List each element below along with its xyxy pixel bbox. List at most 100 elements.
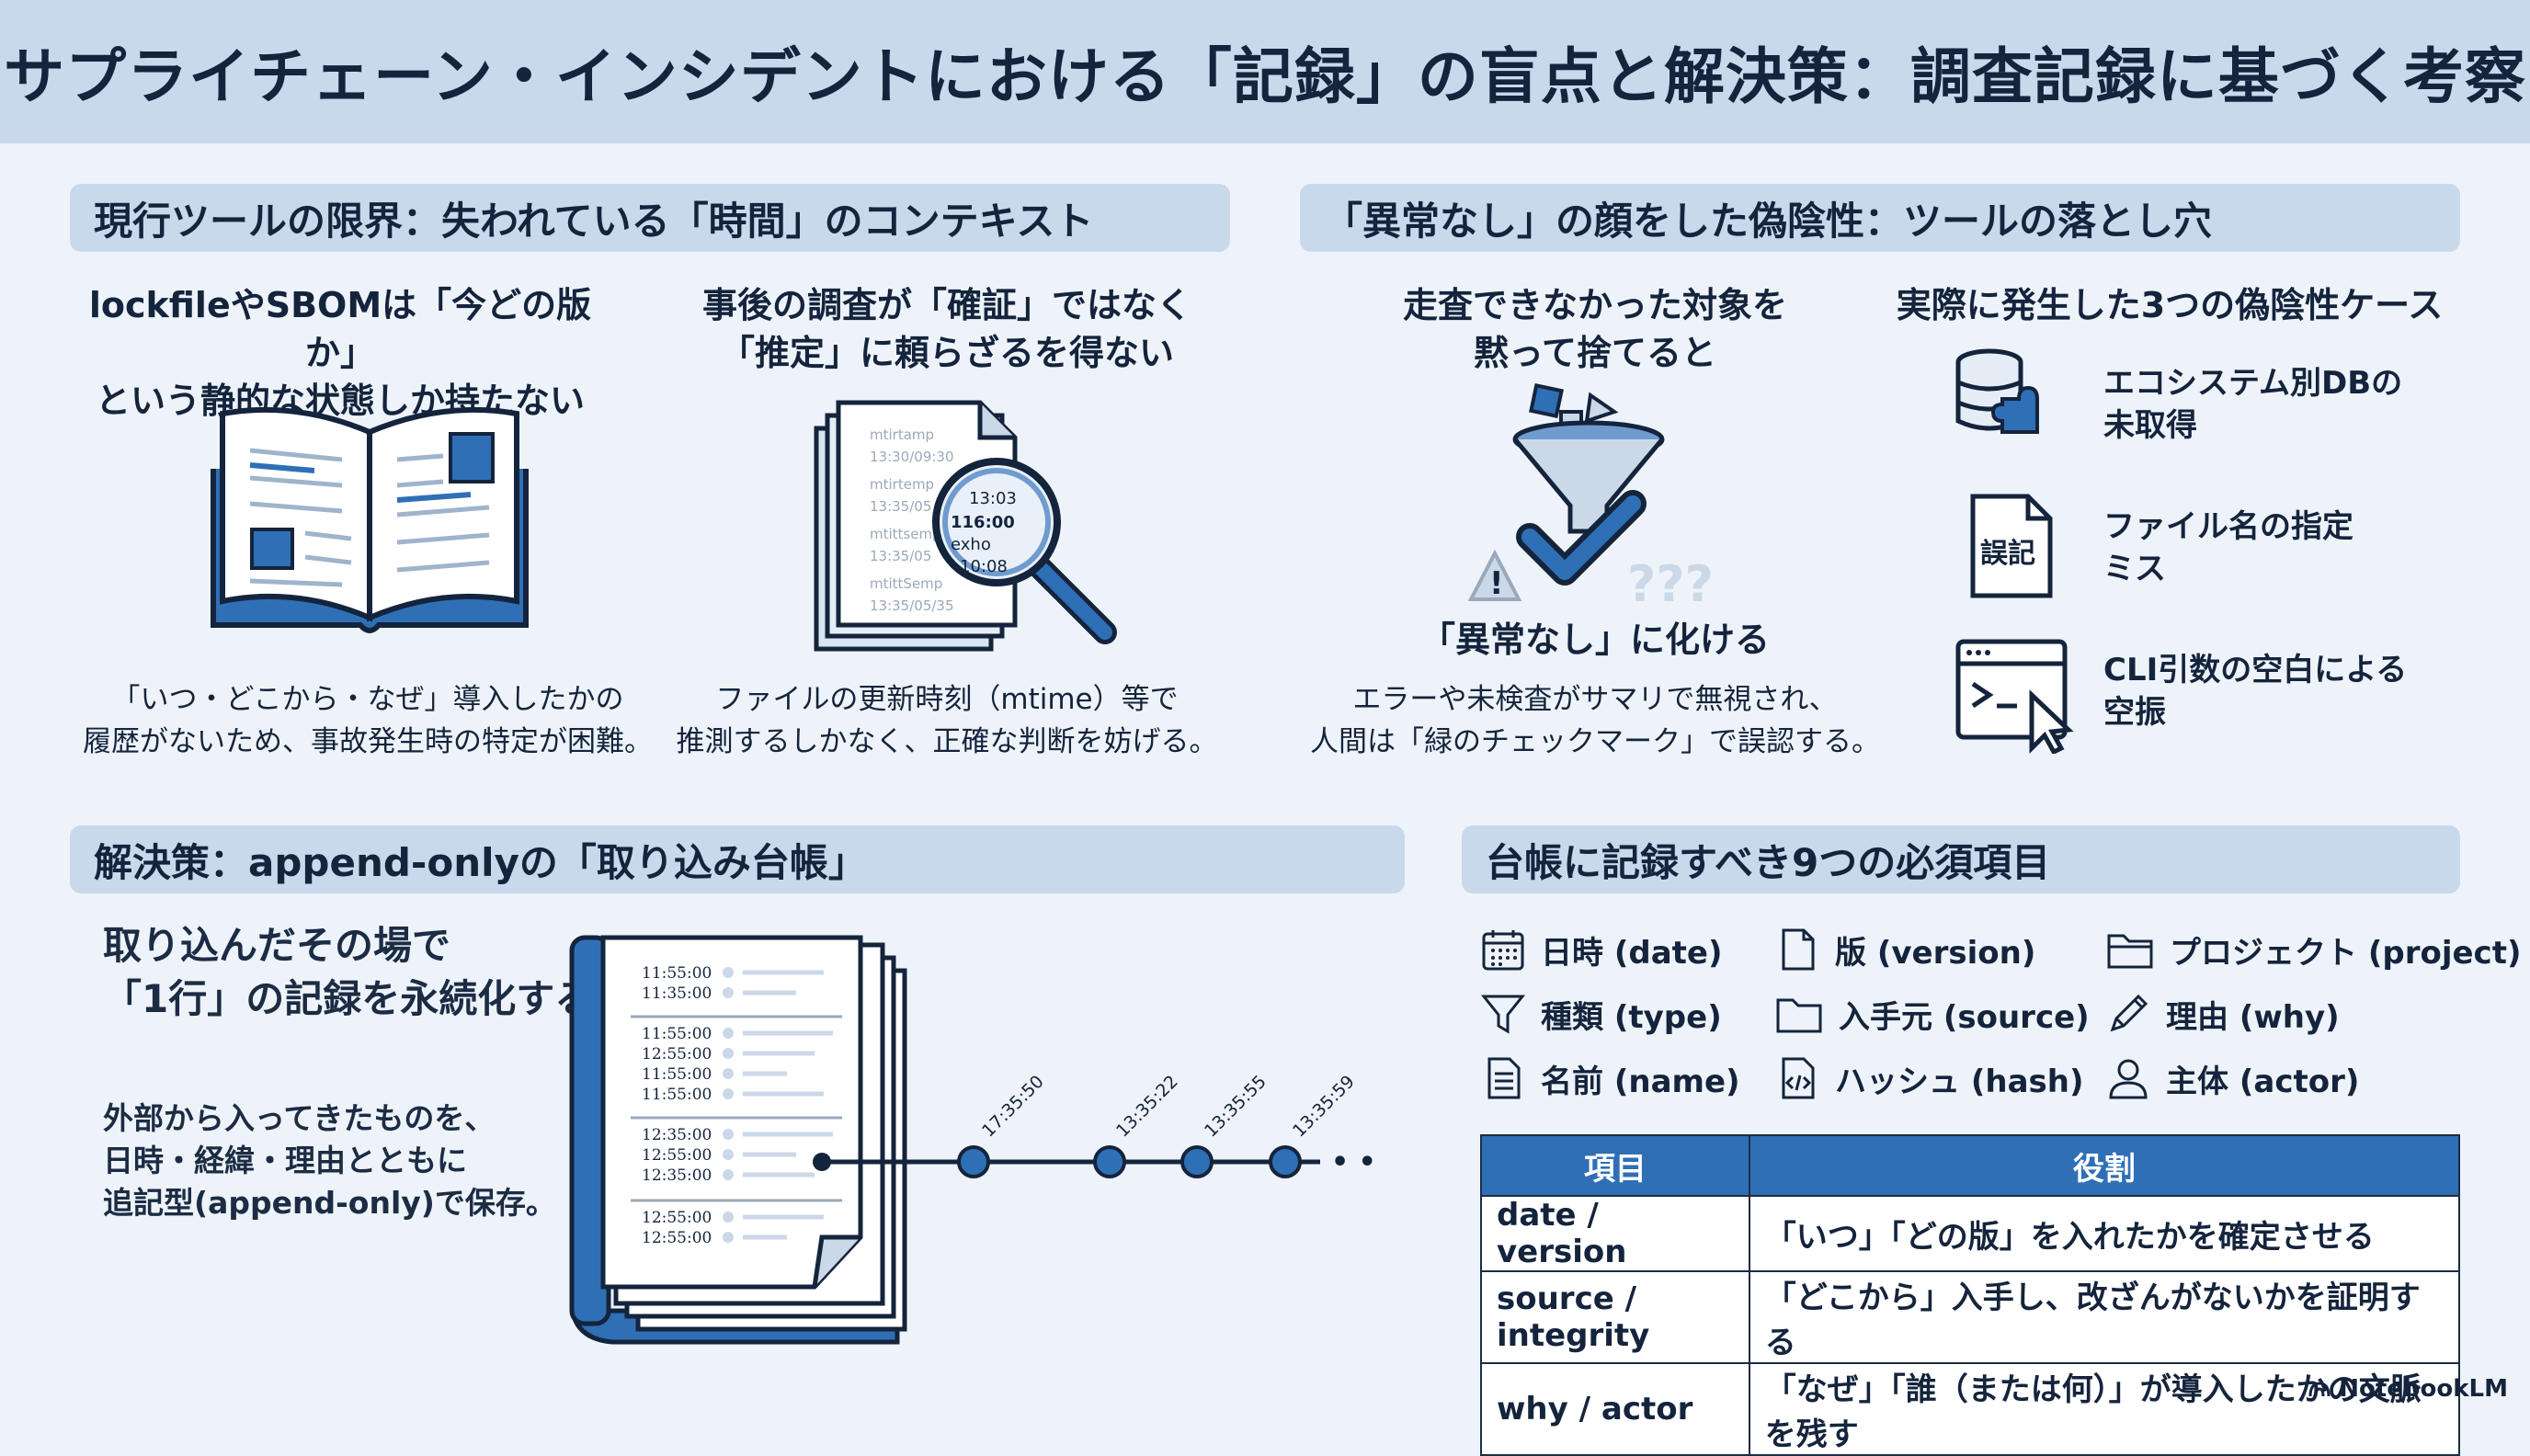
ledger-row-3: 11:55:00	[642, 1025, 712, 1043]
field-date-label: 日時 (date)	[1541, 934, 1723, 972]
lens-line-4: 10:08	[960, 557, 1008, 576]
document-magnifier-icon: mtirtamp 13:30/09:30 mtirtemp 13:35/05 m…	[814, 400, 1117, 652]
database-puzzle-icon	[1955, 348, 2039, 434]
field-source: 入手元 (source)	[1774, 991, 2090, 1037]
fn-left-headline-line-1: 走査できなかった対象を	[1402, 285, 1787, 325]
section-heading-tools: 現行ツールの限界：失われている「時間」のコンテキスト	[70, 184, 1230, 252]
field-why-label: 理由 (why)	[2166, 998, 2340, 1036]
roles-header-role: 役割	[1748, 1134, 2461, 1197]
roles-table-header: 項目 役割	[1480, 1134, 2461, 1197]
field-project-label: プロジェクト (project)	[2170, 934, 2522, 972]
fn-right-headline: 実際に発生した3つの偽陰性ケース	[1896, 285, 2444, 325]
code-file-icon	[1782, 1057, 1815, 1099]
case-2: ファイル名の指定 ミス	[2103, 506, 2434, 590]
ledger-row-4: 12:55:00	[642, 1045, 712, 1064]
field-hash-label: ハッシュ (hash)	[1835, 1063, 2084, 1100]
field-why: 理由 (why)	[2105, 991, 2340, 1037]
tools-right-body-line-1: ファイルの更新時刻（mtime）等で	[715, 683, 1179, 716]
person-icon	[2109, 1059, 2148, 1099]
field-type-label: 種類 (type)	[1541, 998, 1722, 1036]
timeline-label-1: 17:35:50	[978, 1072, 1048, 1142]
pencil-icon	[2110, 994, 2148, 1032]
solution-headline-line-2: 「1行」の記録を永続化する	[103, 976, 594, 1021]
fn-left-body: エラーや未検査がサマリで無視され、 人間は「緑のチェックマーク」で誤認する。	[1305, 678, 1885, 763]
table-row: source / integrity 「どこから」入手し、改ざんがないかを証明す…	[1480, 1270, 2461, 1364]
funnel-check-icon: ! ???	[1467, 383, 1714, 609]
field-name-label: 名前 (name)	[1541, 1063, 1740, 1100]
section-heading-fields: 台帳に記録すべき9つの必須項目	[1462, 825, 2460, 893]
fn-left-headline: 走査できなかった対象を 黙って捨てると	[1333, 281, 1857, 377]
roles-cell-role: 「いつ」「どの版」を入れたかを確定させる	[1748, 1195, 2461, 1272]
doc-line-8: 13:35/05/35	[870, 597, 954, 614]
doc-line-7: mtittSemp	[870, 575, 942, 592]
solution-body-line-1: 外部から入ってきたものを、	[103, 1100, 496, 1136]
terminal-icon	[1955, 639, 2074, 754]
timeline-ellipsis: • •	[1331, 1146, 1376, 1178]
fn-left-body-line-2: 人間は「緑のチェックマーク」で誤認する。	[1310, 725, 1880, 758]
ledger-row-5: 11:55:00	[642, 1065, 712, 1084]
folder-icon	[1776, 998, 1822, 1033]
field-name: 名前 (name)	[1480, 1055, 1740, 1101]
field-type: 種類 (type)	[1480, 991, 1722, 1037]
field-version: 版 (version)	[1774, 927, 2035, 973]
section-heading-solution: 解決策：append-onlyの「取り込み台帳」	[70, 825, 1405, 893]
field-hash: ハッシュ (hash)	[1774, 1055, 2084, 1101]
field-source-label: 入手元 (source)	[1839, 998, 2090, 1036]
solution-body-line-3: 追記型(append-only)で保存。	[103, 1185, 556, 1221]
timeline-label-3: 13:35:55	[1201, 1072, 1271, 1142]
roles-cell-role: 「どこから」入手し、改ざんがないかを証明する	[1748, 1270, 2461, 1364]
page-title: サプライチェーン・インシデントにおける「記録」の盲点と解決策：調査記録に基づく考…	[4, 41, 2526, 112]
doc-line-6: 13:35/05	[870, 548, 931, 564]
brand-label: NotebookLM	[2339, 1375, 2508, 1403]
svg-text:!: !	[1489, 565, 1504, 602]
tools-left-body-line-2: 履歴がないため、事故発生時の特定が困難。	[83, 725, 653, 758]
solution-headline: 取り込んだその場で 「1行」の記録を永続化する	[103, 919, 618, 1026]
field-actor: 主体 (actor)	[2105, 1055, 2359, 1101]
doc-line-5: mtittsemp	[870, 526, 941, 542]
tools-right-body-line-2: 推測するしかなく、正確な判断を妨げる。	[676, 725, 1218, 758]
tools-right-headline: 事後の調査が「確証」ではなく 「推定」に頼らざるを得ない	[680, 281, 1214, 377]
case-2-line-1: ファイル名の指定	[2103, 508, 2353, 545]
timeline-label-4: 13:35:59	[1289, 1072, 1359, 1142]
timeline-label-2: 13:35:22	[1112, 1072, 1182, 1142]
case-1-line-2: 未取得	[2103, 407, 2197, 444]
file-icon	[1782, 928, 1815, 971]
title-bar: サプライチェーン・インシデントにおける「記録」の盲点と解決策：調査記録に基づく考…	[0, 0, 2530, 143]
folder-icon	[2107, 934, 2153, 969]
funnel-icon	[1480, 995, 1526, 1034]
tools-right-headline-line-1: 事後の調査が「確証」ではなく	[701, 285, 1191, 325]
roles-table: 項目 役割 date / version 「いつ」「どの版」を入れたかを確定させ…	[1480, 1134, 2461, 1456]
question-marks: ???	[1627, 555, 1714, 609]
tools-left-body-line-1: 「いつ・どこから・なぜ」導入したかの	[111, 683, 624, 716]
calendar-icon	[1482, 930, 1524, 971]
tools-left-headline: lockfileやSBOMは「今どの版か」 という静的な状態しか持たない	[83, 281, 598, 425]
ledger-row-2: 11:35:00	[642, 984, 712, 1003]
lens-line-2: 116:00	[951, 513, 1015, 532]
case-1: エコシステム別DBの 未取得	[2103, 362, 2434, 447]
brand-mark: NotebookLM	[2308, 1375, 2508, 1403]
doc-line-4: 13:35/05	[870, 498, 931, 515]
ledger-row-1: 11:55:00	[642, 964, 712, 983]
solution-body-line-2: 日時・経緯・理由とともに	[103, 1143, 467, 1178]
roles-cell-item: why / actor	[1480, 1362, 1750, 1456]
section-heading-false-negative: 「異常なし」の顔をした偽陰性：ツールの落とし穴	[1300, 184, 2460, 252]
open-book-icon	[211, 406, 529, 633]
ledger-row-9: 12:35:00	[642, 1166, 712, 1185]
lens-line-1: 13:03	[969, 489, 1017, 508]
field-version-label: 版 (version)	[1835, 934, 2036, 972]
document-icon-label: 誤記	[1980, 538, 2035, 570]
case-3-line-2: 空振	[2103, 694, 2166, 731]
ledger-timeline-illustration: 11:55:00 11:35:00 11:55:00 12:55:00 11:5…	[569, 935, 1376, 1345]
tools-right-headline-line-2: 「推定」に頼らざるを得ない	[719, 333, 1174, 373]
fn-left-headline-line-2: 黙って捨てると	[1473, 333, 1717, 373]
tools-left-headline-line-1: lockfileやSBOMは「今どの版か」	[88, 285, 592, 373]
ledger-row-11: 12:55:00	[642, 1229, 712, 1247]
case-3: CLI引数の空白による 空振	[2103, 649, 2453, 734]
notebooklm-logo-icon	[2308, 1382, 2331, 1397]
roles-cell-item: source / integrity	[1480, 1270, 1750, 1364]
tools-right-body: ファイルの更新時刻（mtime）等で 推測するしかなく、正確な判断を妨げる。	[671, 678, 1223, 763]
doc-line-3: mtirtemp	[870, 476, 934, 493]
roles-cell-item: date / version	[1480, 1195, 1750, 1272]
field-project: プロジェクト (project)	[2105, 927, 2522, 973]
lens-line-3: exho	[951, 535, 991, 554]
